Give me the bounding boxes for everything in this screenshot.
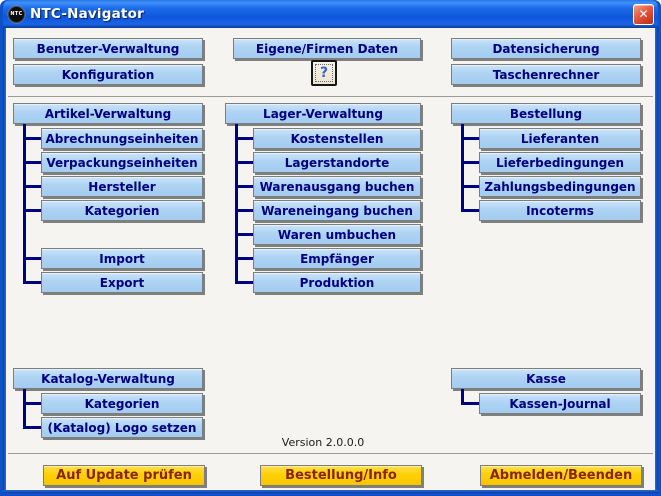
artikel-verwaltung-button[interactable]: Artikel-Verwaltung — [13, 103, 203, 124]
title-bar: NTC NTC-Navigator ✕ — [3, 0, 658, 28]
incoterms-button[interactable]: Incoterms — [479, 200, 641, 221]
lager-children: Kostenstellen Lagerstandorte Warenausgan… — [235, 124, 421, 296]
bestellung-button[interactable]: Bestellung — [451, 103, 641, 124]
tree-row: (Katalog) Logo setzen — [26, 417, 203, 441]
tree-row: Lieferbedingungen — [464, 152, 641, 176]
tree-connector — [23, 124, 26, 284]
tree-row: Verpackungseinheiten — [26, 152, 203, 176]
kassen-journal-button[interactable]: Kassen-Journal — [479, 393, 641, 414]
hersteller-button[interactable]: Hersteller — [41, 176, 203, 197]
katalog-children: Kategorien (Katalog) Logo setzen — [23, 389, 203, 441]
zahlungsbedingungen-button[interactable]: Zahlungsbedingungen — [479, 176, 641, 197]
tree-row: Wareneingang buchen — [238, 200, 421, 224]
produktion-button[interactable]: Produktion — [253, 272, 421, 293]
tree-connector — [461, 124, 464, 212]
tree-row: Produktion — [238, 272, 421, 296]
tree-row: Zahlungsbedingungen — [464, 176, 641, 200]
eigene-firmen-daten-button[interactable]: Eigene/Firmen Daten — [233, 38, 421, 59]
tree-row: Kostenstellen — [238, 128, 421, 152]
export-button[interactable]: Export — [41, 272, 203, 293]
warenausgang-buchen-button[interactable]: Warenausgang buchen — [253, 176, 421, 197]
tree-row: Kategorien — [26, 393, 203, 417]
kasse-group: Kasse Kassen-Journal — [451, 368, 641, 417]
tree-connector — [461, 389, 464, 405]
empfaenger-button[interactable]: Empfänger — [253, 248, 421, 269]
tree-row: Waren umbuchen — [238, 224, 421, 248]
tree-row: Warenausgang buchen — [238, 176, 421, 200]
lieferanten-button[interactable]: Lieferanten — [479, 128, 641, 149]
separator-bottom — [8, 453, 653, 454]
tree-row: Export — [26, 272, 203, 296]
separator-top — [8, 96, 653, 97]
tree-row: Kategorien — [26, 200, 203, 224]
kasse-children: Kassen-Journal — [461, 389, 641, 417]
help-button[interactable]: ? — [311, 60, 337, 86]
close-icon[interactable]: ✕ — [633, 3, 654, 25]
import-button[interactable]: Import — [41, 248, 203, 269]
taschenrechner-button[interactable]: Taschenrechner — [451, 64, 641, 85]
benutzer-verwaltung-button[interactable]: Benutzer-Verwaltung — [13, 38, 203, 59]
abmelden-beenden-button[interactable]: Abmelden/Beenden — [480, 465, 642, 486]
lager-verwaltung-group: Lager-Verwaltung Kostenstellen Lagerstan… — [225, 103, 421, 296]
wareneingang-buchen-button[interactable]: Wareneingang buchen — [253, 200, 421, 221]
tree-gap — [41, 224, 203, 248]
window-border-right — [655, 28, 658, 493]
lager-verwaltung-button[interactable]: Lager-Verwaltung — [225, 103, 421, 124]
bestellung-group: Bestellung Lieferanten Lieferbedingungen… — [451, 103, 641, 224]
tree-connector — [235, 124, 238, 284]
tree-connector — [23, 389, 26, 429]
window-border-left — [3, 28, 6, 493]
kasse-button[interactable]: Kasse — [451, 368, 641, 389]
window-border-bottom — [3, 490, 658, 493]
bestellung-info-button[interactable]: Bestellung/Info — [260, 465, 422, 486]
tree-row: Kassen-Journal — [464, 393, 641, 417]
tree-row: Incoterms — [464, 200, 641, 224]
client-area: Benutzer-Verwaltung Konfiguration Eigene… — [6, 28, 655, 490]
app-logo-icon[interactable]: NTC — [8, 5, 25, 23]
tree-row: Import — [26, 248, 203, 272]
katalog-verwaltung-group: Katalog-Verwaltung Kategorien (Katalog) … — [13, 368, 203, 441]
katalog-kategorien-button[interactable]: Kategorien — [41, 393, 203, 414]
datensicherung-button[interactable]: Datensicherung — [451, 38, 641, 59]
tree-row: Empfänger — [238, 248, 421, 272]
lagerstandorte-button[interactable]: Lagerstandorte — [253, 152, 421, 173]
version-label: Version 2.0.0.0 — [281, 436, 365, 449]
kostenstellen-button[interactable]: Kostenstellen — [253, 128, 421, 149]
tree-row: Abrechnungseinheiten — [26, 128, 203, 152]
tree-row: Lieferanten — [464, 128, 641, 152]
waren-umbuchen-button[interactable]: Waren umbuchen — [253, 224, 421, 245]
bestellung-children: Lieferanten Lieferbedingungen Zahlungsbe… — [461, 124, 641, 224]
katalog-verwaltung-button[interactable]: Katalog-Verwaltung — [13, 368, 203, 389]
window-title: NTC-Navigator — [30, 6, 144, 22]
konfiguration-button[interactable]: Konfiguration — [13, 64, 203, 85]
auf-update-pruefen-button[interactable]: Auf Update prüfen — [43, 465, 205, 486]
abrechnungseinheiten-button[interactable]: Abrechnungseinheiten — [41, 128, 203, 149]
verpackungseinheiten-button[interactable]: Verpackungseinheiten — [41, 152, 203, 173]
lieferbedingungen-button[interactable]: Lieferbedingungen — [479, 152, 641, 173]
tree-row: Hersteller — [26, 176, 203, 200]
artikel-children: Abrechnungseinheiten Verpackungseinheite… — [23, 124, 203, 296]
artikel-verwaltung-group: Artikel-Verwaltung Abrechnungseinheiten … — [13, 103, 203, 296]
tree-row: Lagerstandorte — [238, 152, 421, 176]
katalog-logo-setzen-button[interactable]: (Katalog) Logo setzen — [41, 417, 203, 438]
kategorien-button[interactable]: Kategorien — [41, 200, 203, 221]
